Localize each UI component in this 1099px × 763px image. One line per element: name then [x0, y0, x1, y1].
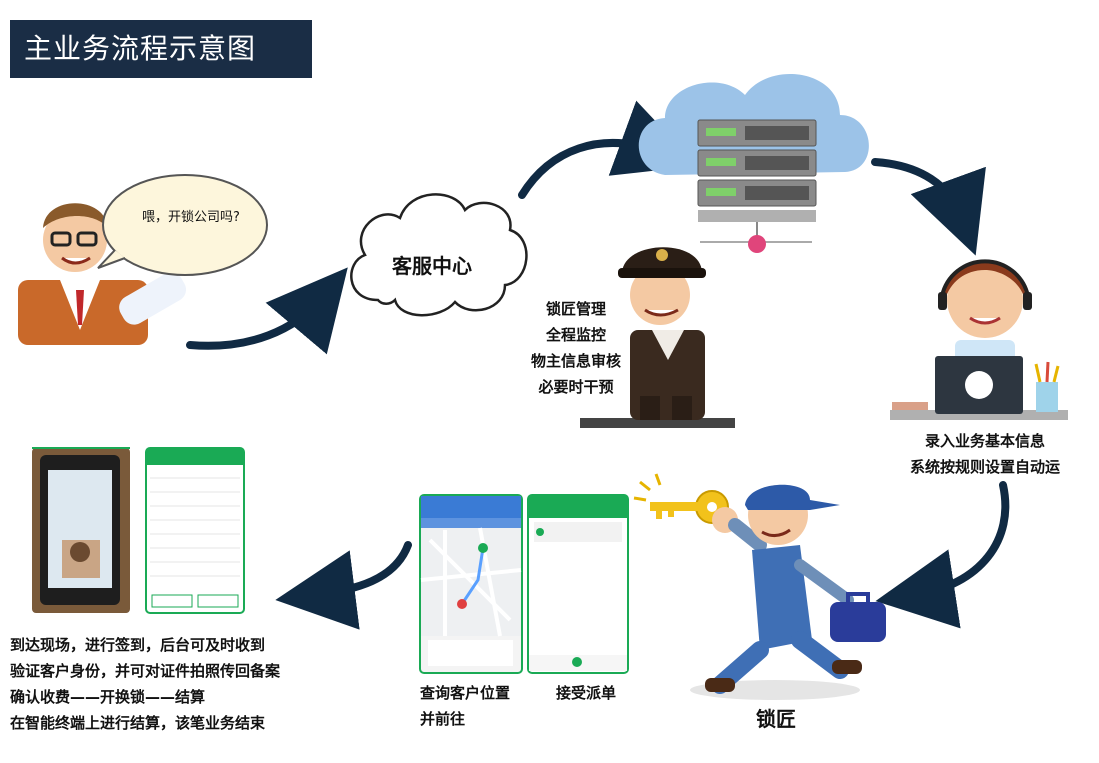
map-phone-caption: 查询客户位置 并前往: [420, 680, 510, 732]
onsite-app-screen: [145, 447, 245, 614]
orders-phone-caption: 接受派单: [556, 684, 617, 702]
service-center-label: 客服中心: [392, 254, 472, 278]
map-caption-line: 查询客户位置: [420, 684, 511, 702]
arrow-caller-to-service: [186, 267, 348, 355]
speech-bubble: [97, 174, 268, 276]
server-cloud-illustration: [638, 73, 869, 253]
arrow-app-to-onsite: [275, 541, 412, 630]
map-caption-line: 并前往: [420, 710, 466, 728]
speech-bubble-text: 喂，开锁公司吗?: [142, 210, 240, 225]
supervision-list: 锁匠管理 全程监控 物主信息审核 必要时干预: [526, 296, 626, 400]
operator-notes: 录入业务基本信息 系统按规则设置自动运: [895, 428, 1075, 480]
diagram-title: 主业务流程示意图: [10, 20, 312, 78]
operator-illustration: [890, 259, 1068, 420]
operator-note: 系统按规则设置自动运: [909, 458, 1060, 476]
onsite-notes: 到达现场，进行签到，后台可及时收到 验证客户身份，并可对证件拍照传回备案 确认收…: [10, 632, 280, 736]
supervision-item: 必要时干预: [538, 378, 614, 396]
arrow-server-to-operator: [871, 158, 986, 256]
phone-screen-map: [419, 494, 523, 674]
phone-screen-orders: [527, 494, 629, 674]
operator-note: 录入业务基本信息: [924, 432, 1045, 450]
onsite-note: 到达现场，进行签到，后台可及时收到: [10, 636, 266, 654]
onsite-note: 确认收费——开换锁——结算: [10, 688, 206, 706]
supervision-item: 锁匠管理: [545, 300, 606, 318]
onsite-terminal-photo: [32, 447, 130, 613]
service-center-cloud: [350, 193, 528, 317]
onsite-note: 在智能终端上进行结算，该笔业务结束: [10, 714, 266, 732]
toolbox-icon: [830, 592, 886, 642]
supervision-item: 全程监控: [545, 326, 606, 344]
server-rack: [697, 119, 817, 253]
locksmith-label: 锁匠: [756, 707, 796, 731]
supervision-item: 物主信息审核: [530, 352, 621, 370]
onsite-note: 验证客户身份，并可对证件拍照传回备案: [10, 662, 281, 680]
locksmith-illustration: [633, 473, 886, 700]
arrow-operator-to-locksmith: [875, 481, 1010, 629]
supervisor-guard-illustration: [580, 247, 735, 428]
